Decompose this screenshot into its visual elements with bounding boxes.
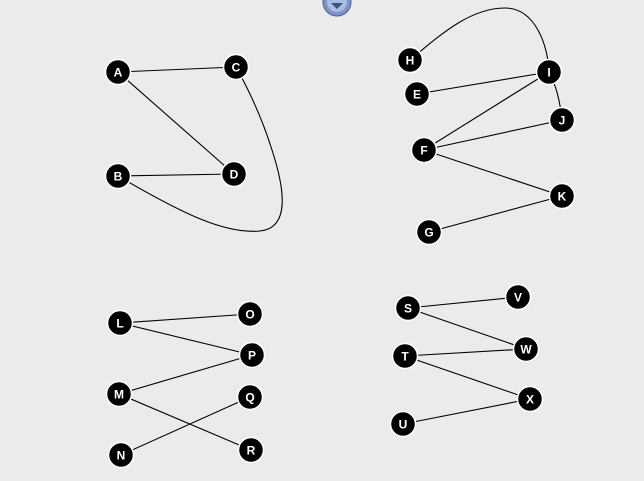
node-label: H: [406, 54, 415, 68]
node-n[interactable]: N: [107, 441, 135, 469]
node-label: N: [117, 449, 126, 463]
edge-g-k: [428, 195, 563, 233]
node-m[interactable]: M: [105, 380, 133, 408]
node-label: A: [114, 66, 123, 80]
node-label: W: [520, 343, 532, 357]
node-l[interactable]: L: [106, 309, 134, 337]
node-j[interactable]: J: [548, 106, 576, 134]
node-e[interactable]: E: [403, 80, 431, 108]
edges-layer: [117, 7, 563, 456]
node-f[interactable]: F: [410, 136, 438, 164]
node-t[interactable]: T: [391, 342, 419, 370]
node-label: B: [114, 170, 123, 184]
node-label: M: [114, 388, 124, 402]
node-label: X: [526, 393, 534, 407]
node-label: K: [558, 190, 567, 204]
node-label: V: [514, 291, 522, 305]
node-label: L: [116, 317, 123, 331]
node-a[interactable]: A: [104, 58, 132, 86]
node-o[interactable]: O: [236, 300, 264, 328]
node-label: P: [248, 349, 256, 363]
edge-a-d: [117, 71, 235, 175]
node-label: G: [424, 226, 433, 240]
node-w[interactable]: W: [512, 335, 540, 363]
node-c[interactable]: C: [222, 53, 250, 81]
edge-t-w: [404, 348, 527, 357]
node-label: D: [230, 168, 239, 182]
edge-h-i: [409, 7, 550, 73]
edge-u-x: [402, 398, 531, 425]
edge-m-r: [118, 393, 252, 451]
node-k[interactable]: K: [548, 182, 576, 210]
node-label: S: [404, 302, 412, 316]
node-d[interactable]: D: [220, 160, 248, 188]
edge-b-d: [117, 173, 235, 177]
node-label: U: [399, 418, 408, 432]
collapse-toolbar-button[interactable]: [322, 0, 352, 17]
edge-m-p: [118, 354, 253, 395]
edge-s-w: [407, 307, 527, 350]
edge-f-k: [423, 149, 563, 197]
edge-b-c: [117, 66, 283, 232]
node-u[interactable]: U: [389, 410, 417, 438]
edge-e-i: [416, 71, 550, 95]
node-label: I: [547, 66, 550, 80]
node-b[interactable]: B: [104, 162, 132, 190]
node-p[interactable]: P: [238, 341, 266, 369]
node-v[interactable]: V: [504, 283, 532, 311]
node-label: F: [420, 144, 427, 158]
node-label: O: [245, 308, 254, 322]
node-h[interactable]: H: [396, 46, 424, 74]
node-label: C: [232, 61, 241, 75]
nodes-layer: A B C D E F G H I J K L M N O P Q R S T …: [104, 46, 576, 469]
node-x[interactable]: X: [516, 385, 544, 413]
node-label: J: [559, 114, 566, 128]
node-s[interactable]: S: [394, 294, 422, 322]
node-r[interactable]: R: [237, 436, 265, 464]
edge-s-v: [407, 296, 519, 309]
edge-l-p: [119, 322, 253, 356]
edge-a-c: [117, 66, 237, 73]
node-label: R: [247, 444, 256, 458]
edge-f-j: [423, 119, 563, 151]
edge-t-x: [404, 355, 531, 400]
node-label: E: [413, 88, 421, 102]
node-label: Q: [245, 391, 254, 405]
node-g[interactable]: G: [415, 218, 443, 246]
node-q[interactable]: Q: [236, 383, 264, 411]
edge-f-i: [423, 71, 550, 151]
edge-n-q: [120, 396, 251, 456]
node-label: T: [401, 350, 409, 364]
node-i[interactable]: I: [535, 58, 563, 86]
edge-l-o: [119, 313, 251, 324]
chevron-down-icon: [331, 3, 343, 9]
